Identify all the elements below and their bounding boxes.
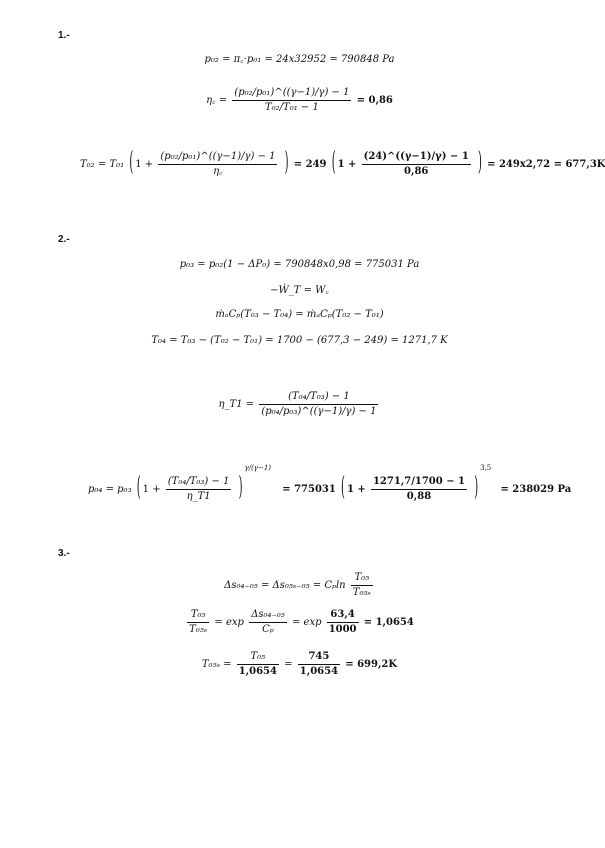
t02-result: = 249x2,72 = 677,3K xyxy=(487,159,605,170)
t02-denominator-2: 0,86 xyxy=(404,166,429,177)
eta-c-fraction: (p₀₂/p₀₁)^((γ−1)/γ) − 1 T₀₂/T₀₁ − 1 xyxy=(232,88,352,113)
equation-t04: T₀₄ = T₀₃ − (T₀₂ − T₀₁) = 1700 − (677,3 … xyxy=(151,335,448,346)
equation-p03: p₀₃ = p₀₂(1 − ΔP₀) = 790848x0,98 = 77503… xyxy=(179,259,420,270)
p04-fraction-2: 1271,7/1700 − 1 0,88 xyxy=(370,477,468,502)
eta-c-result: = 0,86 xyxy=(356,95,393,106)
ratio-result: = 1,0654 xyxy=(363,617,414,628)
t05s-result: = 699,2K xyxy=(345,659,398,670)
p04-lhs: p₀₄ = p₀₃ xyxy=(88,484,132,495)
ratio-fraction-3: 63,4 1000 xyxy=(326,610,359,635)
eta-t1-denominator: (p₀₄/p₀₃)^((γ−1)/γ) − 1 xyxy=(261,406,377,417)
ratio-denominator-3: 1000 xyxy=(328,624,357,635)
ratio-middle-1: = exp xyxy=(214,617,244,628)
section-heading-3: 3.- xyxy=(58,548,70,559)
eta-t1-fraction: (T₀₄/T₀₃) − 1 (p₀₄/p₀₃)^((γ−1)/γ) − 1 xyxy=(259,392,379,417)
p04-middle: = 775031 xyxy=(282,484,336,495)
section-heading-1: 1.- xyxy=(58,30,70,41)
p04-numerator-2: 1271,7/1700 − 1 xyxy=(370,477,468,490)
section-heading-2: 2.- xyxy=(58,234,70,245)
t05s-lhs: T₀₅ₛ = xyxy=(201,659,232,670)
t05s-fraction-1: T₀₅ 1,0654 xyxy=(236,652,279,677)
p04-exponent-1: γ/(γ−1) xyxy=(244,464,272,472)
p04-denominator-1: η_T1 xyxy=(186,491,211,502)
entropy-denominator: T₀₅ₛ xyxy=(352,587,371,598)
ratio-numerator-3: 63,4 xyxy=(326,610,359,623)
p04-exponent-2: 3,5 xyxy=(480,464,492,472)
ratio-numerator-1: T₀₅ xyxy=(187,610,210,623)
equation-eta-t1: η_T1 = (T₀₄/T₀₃) − 1 (p₀₄/p₀₃)^((γ−1)/γ)… xyxy=(0,392,599,417)
t02-fraction-1: (p₀₂/p₀₁)^((γ−1)/γ) − 1 η꜀ xyxy=(158,152,278,177)
t05s-numerator-2: 745 xyxy=(297,652,341,665)
equation-energy-balance: ṁₐCₚ(T₀₃ − T₀₄) = ṁₐCₚ(T₀₂ − T₀₁) xyxy=(215,309,384,320)
eta-c-lhs: η꜀ = xyxy=(206,95,228,106)
equation-entropy: Δs₀₄₋₀₅ = Δs₀₅ₛ₋₀₅ = Cₚln T₀₅ T₀₅ₛ xyxy=(0,573,599,598)
t02-denominator-1: η꜀ xyxy=(213,166,223,177)
equation-p04: p₀₄ = p₀₃ (1 + (T₀₄/T₀₃) − 1 η_T1 )γ/(γ−… xyxy=(88,464,572,503)
t02-fraction-2: (24)^((γ−1)/γ) − 1 0,86 xyxy=(361,152,471,177)
t02-middle: = 249 xyxy=(293,159,327,170)
ratio-numerator-2: Δs₀₄₋₀₅ xyxy=(249,610,287,623)
t02-numerator-1: (p₀₂/p₀₁)^((γ−1)/γ) − 1 xyxy=(158,152,278,165)
equation-temperature-ratio: T₀₅ T₀₅ₛ = exp Δs₀₄₋₀₅ Cₚ = exp 63,4 100… xyxy=(0,610,599,635)
t05s-denominator-2: 1,0654 xyxy=(299,666,339,677)
t05s-denominator-1: 1,0654 xyxy=(238,666,277,677)
eta-t1-lhs: η_T1 = xyxy=(218,399,255,410)
t02-numerator-2: (24)^((γ−1)/γ) − 1 xyxy=(361,152,471,165)
equation-p02: p₀₂ = π꜀·p₀₁ = 24x32952 = 790848 Pa xyxy=(204,54,395,65)
equation-t05s: T₀₅ₛ = T₀₅ 1,0654 = 745 1,0654 = 699,2K xyxy=(201,651,398,677)
p04-denominator-2: 0,88 xyxy=(406,491,432,502)
entropy-fraction: T₀₅ T₀₅ₛ xyxy=(350,573,373,598)
entropy-lhs: Δs₀₄₋₀₅ = Δs₀₅ₛ₋₀₅ = Cₚln xyxy=(224,580,346,591)
equation-eta-c: η꜀ = (p₀₂/p₀₁)^((γ−1)/γ) − 1 T₀₂/T₀₁ − 1… xyxy=(0,88,599,113)
equation-work-balance: −Ẇ_T = W꜀ xyxy=(270,285,329,296)
ratio-fraction-2: Δs₀₄₋₀₅ Cₚ xyxy=(249,610,287,635)
eta-t1-numerator: (T₀₄/T₀₃) − 1 xyxy=(259,392,379,405)
t05s-fraction-2: 745 1,0654 xyxy=(297,652,341,677)
p04-result: = 238029 Pa xyxy=(500,484,572,495)
ratio-middle-2: = exp xyxy=(291,617,322,628)
equation-t02: T₀₂ = T₀₁ (1 + (p₀₂/p₀₁)^((γ−1)/γ) − 1 η… xyxy=(80,148,605,178)
p04-fraction-1: (T₀₄/T₀₃) − 1 η_T1 xyxy=(165,477,232,502)
ratio-denominator-2: Cₚ xyxy=(262,624,274,635)
eta-c-denominator: T₀₂/T₀₁ − 1 xyxy=(264,102,319,113)
ratio-fraction-1: T₀₅ T₀₅ₛ xyxy=(187,610,210,635)
entropy-numerator: T₀₅ xyxy=(350,573,373,586)
t05s-numerator-1: T₀₅ xyxy=(236,652,279,665)
eta-c-numerator: (p₀₂/p₀₁)^((γ−1)/γ) − 1 xyxy=(232,88,352,101)
ratio-denominator-1: T₀₅ₛ xyxy=(189,624,208,635)
t02-lhs: T₀₂ = T₀₁ xyxy=(80,159,125,170)
p04-numerator-1: (T₀₄/T₀₃) − 1 xyxy=(165,477,232,490)
